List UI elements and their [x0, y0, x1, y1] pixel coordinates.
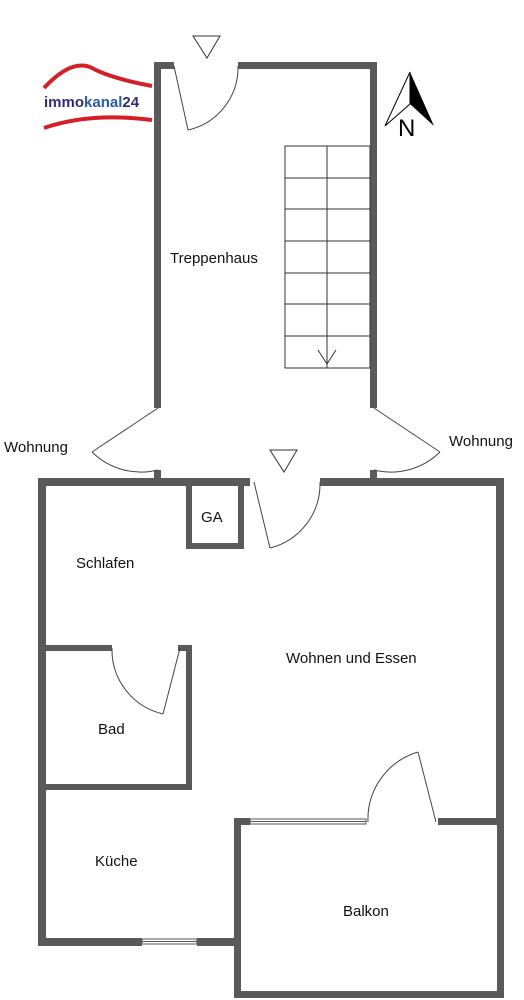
logo-text-kanal: kanal — [84, 94, 122, 111]
door-wohnung-right — [373, 407, 441, 473]
room-label-treppenhaus: Treppenhaus — [170, 250, 258, 267]
room-label-balkon: Balkon — [343, 903, 389, 920]
windows — [141, 818, 367, 945]
room-label-wohnung-left: Wohnung — [4, 439, 68, 456]
stairwell-walls — [154, 62, 377, 478]
immokanal-logo: immokanal24 — [42, 63, 153, 130]
room-label-ga: GA — [201, 509, 223, 526]
north-label: N — [398, 115, 415, 142]
room-label-wohnen-essen: Wohnen und Essen — [286, 650, 417, 667]
room-label-bad: Bad — [98, 721, 125, 738]
balkon-door — [367, 751, 437, 823]
bad-door — [111, 647, 181, 715]
entrance-marker-icon — [269, 449, 298, 473]
room-label-kueche: Küche — [95, 853, 138, 870]
stair-direction-arrow-icon — [317, 349, 337, 365]
logo-text-24: 24 — [122, 94, 139, 111]
entrance-marker-icon — [192, 35, 221, 59]
logo-text-immo: immo — [44, 94, 84, 111]
staircase — [284, 145, 371, 369]
svg-text:immokanal24: immokanal24 — [44, 94, 140, 111]
apartment-entry-door — [253, 481, 321, 549]
stairwell-door — [173, 65, 239, 131]
room-label-schlafen: Schlafen — [76, 555, 134, 572]
room-label-wohnung-right: Wohnung — [449, 433, 513, 450]
apartment-walls — [38, 478, 504, 998]
door-wohnung-left — [91, 407, 159, 473]
north-arrow-icon: N — [384, 71, 434, 142]
